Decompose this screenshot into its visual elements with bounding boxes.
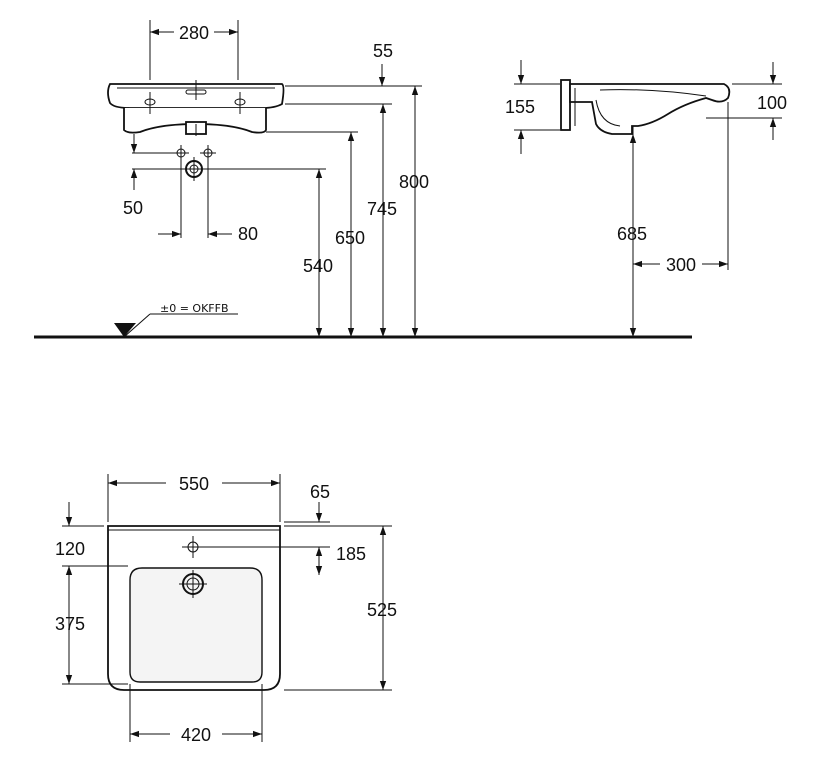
dim-685-label: 685 [617,224,647,244]
dim-185-label: 185 [336,544,366,564]
dim-55: 55 [285,41,422,105]
dim-550-label: 550 [179,474,209,494]
dim-50: 50 [123,134,184,218]
floor-reference-label: ±0 = OKFFB [160,302,229,315]
front-basin-body [107,80,285,136]
dim-185: 185 [204,544,366,575]
side-basin-body [560,79,731,140]
dim-420-label: 420 [181,725,211,745]
dim-525-label: 525 [367,600,397,620]
dim-155: 155 [505,60,560,154]
dim-650: 650 [335,132,365,337]
dim-685: 685 [617,134,647,337]
dim-800: 800 [399,86,429,337]
dim-55-label: 55 [373,41,393,61]
dim-540: 540 [303,169,333,337]
dim-550: 550 [107,474,281,522]
dim-65-label: 65 [310,482,330,502]
top-view: 550 65 120 375 185 [55,474,397,745]
dim-80: 80 [158,224,258,244]
dim-50-label: 50 [123,198,143,218]
dim-375-label: 375 [55,614,85,634]
dim-420: 420 [129,684,263,745]
dim-120: 120 [55,502,128,567]
dim-100: 100 [706,62,787,140]
dim-800-label: 800 [399,172,429,192]
front-view: 280 55 50 80 540 [107,20,429,337]
dim-120-label: 120 [55,539,85,559]
dim-375: 375 [55,566,128,685]
dim-650-label: 650 [335,228,365,248]
floor-reference-symbol: ±0 = OKFFB [114,302,238,338]
dim-80-label: 80 [238,224,258,244]
dim-280-label: 280 [179,23,209,43]
dim-745: 745 [367,104,397,337]
dim-525: 525 [284,525,397,691]
side-view: 155 100 685 300 [505,60,787,337]
top-basin-body [107,525,281,691]
dim-540-label: 540 [303,256,333,276]
front-connections [173,145,216,238]
dim-100-label: 100 [757,93,787,113]
dim-300-label: 300 [666,255,696,275]
dim-155-label: 155 [505,97,535,117]
dim-65: 65 [284,482,330,523]
dim-300: 300 [633,102,729,275]
dim-745-label: 745 [367,199,397,219]
dim-280: 280 [149,20,239,80]
